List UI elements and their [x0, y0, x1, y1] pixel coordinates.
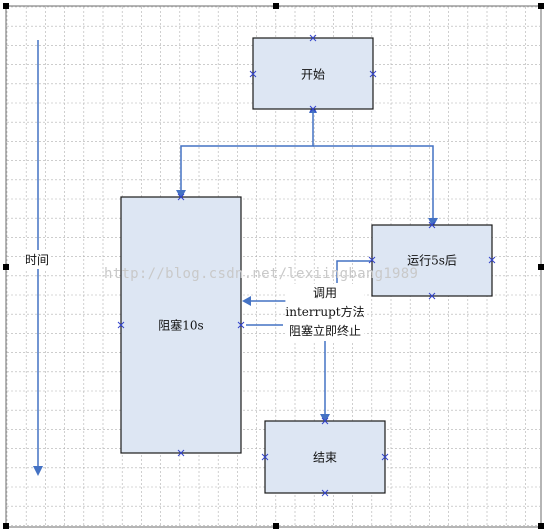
- connection-point-x: [488, 256, 496, 264]
- node-running: [371, 224, 493, 297]
- connection-point-x: [321, 417, 329, 425]
- annotation-line-1: 调用: [312, 286, 338, 300]
- connection-point-x: [381, 453, 389, 461]
- connection-point-x: [237, 321, 245, 329]
- arrowhead-to-running: [428, 218, 438, 227]
- connection-point-x: [368, 256, 376, 264]
- arrowhead-to-end: [320, 414, 330, 423]
- connection-point-x: [261, 453, 269, 461]
- connection-point-x: [428, 292, 436, 300]
- node-start-label: 开始: [300, 67, 326, 82]
- frame-handles: [3, 3, 544, 529]
- arrowhead-to-blocked: [176, 190, 186, 199]
- node-blocked: [120, 196, 242, 454]
- node-blocked-label: 阻塞10s: [158, 318, 204, 333]
- node-start: [252, 37, 374, 110]
- connection-point-x: [321, 489, 329, 497]
- time-axis-label: 时间: [25, 250, 50, 269]
- watermark-text: http://blog.csdn.net/lexiingbang1989: [104, 266, 419, 282]
- connection-point-x: [309, 105, 317, 113]
- node-end: [264, 420, 386, 494]
- node-end-label: 结束: [312, 450, 338, 465]
- arrowhead-to-blocked-side: [242, 296, 251, 306]
- connection-point-x: [249, 70, 257, 78]
- connection-point-x: [177, 193, 185, 201]
- annotation-line-2: interrupt方法: [285, 305, 365, 319]
- connection-point-x: [177, 449, 185, 457]
- connectors: [180, 110, 434, 414]
- connection-points: [117, 34, 496, 497]
- connection-point-x: [369, 70, 377, 78]
- connector-running-to-note: [336, 260, 372, 283]
- interrupt-annotation: 调用 interrupt方法 阻塞立即终止: [285, 284, 365, 341]
- connection-point-x: [428, 221, 436, 229]
- node-running-label: 运行5s后: [407, 253, 457, 268]
- connector-start-to-running: [313, 145, 434, 218]
- connection-point-x: [309, 34, 317, 42]
- connection-point-x: [117, 321, 125, 329]
- annotation-line-3: 阻塞立即终止: [288, 324, 362, 338]
- connector-start-to-blocked: [180, 110, 314, 190]
